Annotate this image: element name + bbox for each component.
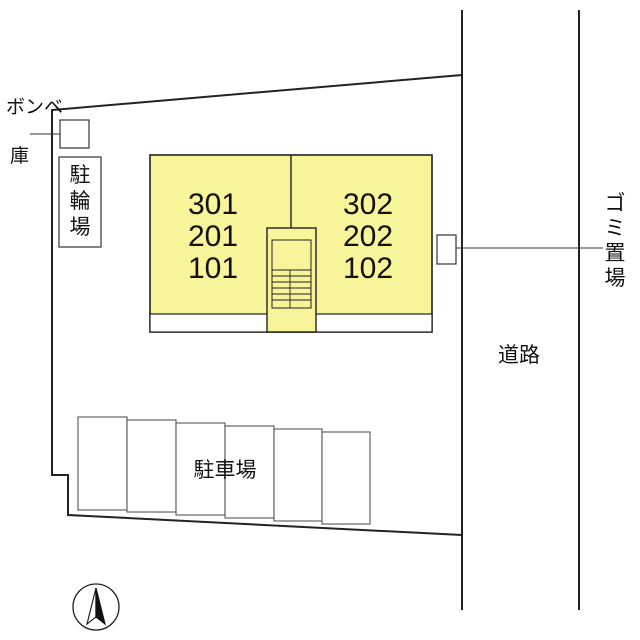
parking-stall <box>224 425 275 519</box>
gas-cylinder-label-2: 庫 <box>10 145 29 167</box>
unit-number-left-1: 301 <box>188 188 238 221</box>
lot-boundary <box>51 74 463 536</box>
north-arrow-icon <box>72 583 120 631</box>
unit-number-left-2: 201 <box>188 220 238 253</box>
garbage-area-box <box>436 234 457 265</box>
unit-number-right-3: 102 <box>343 252 393 285</box>
parking-stall <box>126 419 177 513</box>
parking-stall <box>321 431 371 525</box>
stairwell-inner <box>271 239 312 309</box>
parking-stall <box>77 416 128 511</box>
unit-number-right-1: 302 <box>343 188 393 221</box>
parking-stalls <box>77 416 371 525</box>
stair-treads <box>272 269 311 308</box>
road-label: 道路 <box>498 343 540 367</box>
parking-stall <box>273 428 323 522</box>
unit-number-right-2: 202 <box>343 220 393 253</box>
parking-stall <box>175 422 226 516</box>
parking-label: 駐車場 <box>194 458 257 482</box>
unit-number-left-3: 101 <box>188 252 238 285</box>
garbage-area-label: ゴミ置場 <box>605 191 626 290</box>
bicycle-parking-label: 駐輪場 <box>70 163 91 239</box>
bicycle-parking-area <box>58 156 102 248</box>
gas-cylinder-storage-box <box>59 119 90 149</box>
gas-cylinder-label-1: ボンベ <box>6 96 63 118</box>
